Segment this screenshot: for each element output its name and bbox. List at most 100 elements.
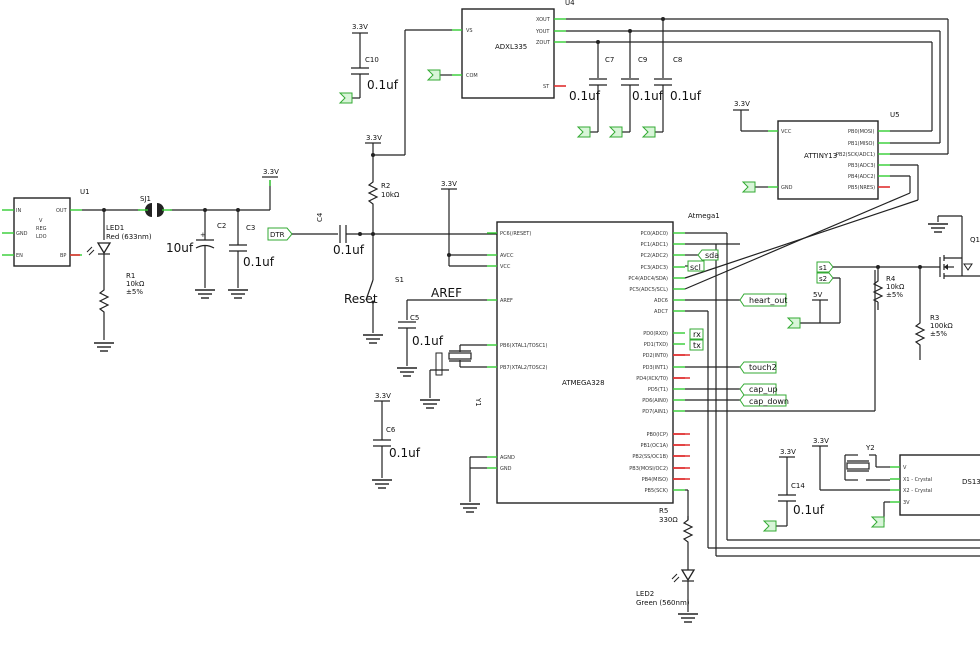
atmega-right-pin-label: PB5(SCK) bbox=[645, 488, 669, 494]
ground-symbol bbox=[228, 289, 248, 299]
supply-3v3: 3.3V bbox=[441, 180, 487, 267]
u1-body-line3: LDO bbox=[36, 234, 47, 240]
u4-pin-com: COM bbox=[466, 73, 478, 79]
c3-capacitor: C3 0.1uf bbox=[229, 210, 275, 288]
net-label-sda: sda bbox=[697, 249, 719, 261]
r1-tolerance: ±5% bbox=[126, 288, 143, 296]
atmega-left-pin-label: AREF bbox=[500, 298, 513, 304]
c14-capacitor: C14 0.1uf bbox=[776, 457, 825, 527]
r3-resistor: R3 100kΩ ±5% bbox=[914, 314, 953, 348]
svg-text:3.3V: 3.3V bbox=[375, 392, 391, 400]
u5-pin-vcc: VCC bbox=[781, 129, 792, 135]
u4-pin-vs: VS bbox=[466, 28, 473, 34]
r4-ref: R4 bbox=[886, 275, 896, 283]
c6-capacitor: C6 0.1uf bbox=[373, 401, 421, 478]
accel-output-wires bbox=[566, 17, 948, 78]
svg-text:cap_up: cap_up bbox=[749, 385, 778, 394]
svg-text:cap_down: cap_down bbox=[749, 397, 789, 406]
u5-name: ATTINY13 bbox=[804, 152, 837, 160]
c8-ref: C8 bbox=[673, 56, 682, 64]
atmega-right-pin-label: PD2(INT0) bbox=[643, 353, 668, 359]
net-label-s1: s1 bbox=[816, 261, 834, 273]
ground-symbol bbox=[928, 223, 948, 233]
u1-body-line1: V bbox=[39, 218, 43, 224]
r1-value: 10kΩ bbox=[126, 280, 145, 288]
q1-wires bbox=[833, 265, 940, 360]
ds130-rtc: V X1 - Crystal X2 - Crystal 3V DS130 bbox=[890, 454, 980, 516]
net-label-rx: rx bbox=[689, 328, 704, 340]
net-label-cap-down: cap_down bbox=[739, 394, 789, 407]
c5-ref: C5 bbox=[410, 314, 419, 322]
u5-pin-pb5: PB5(NRES) bbox=[848, 185, 875, 191]
ground-flag bbox=[426, 69, 452, 81]
r3-value: 100kΩ bbox=[930, 322, 953, 330]
c6-ref: C6 bbox=[386, 426, 396, 434]
svg-text:5V: 5V bbox=[813, 291, 822, 299]
u4-ref: U4 bbox=[565, 0, 575, 7]
u5-attiny13: VCC GND PB0(MOSI) PB1(MISO) PB2(SCK/ADC1… bbox=[768, 111, 900, 200]
atmega-name: ATMEGA328 bbox=[562, 379, 605, 387]
led2-ref: LED2 bbox=[636, 590, 654, 598]
c7-capacitor: C7 0.1uf bbox=[569, 56, 614, 133]
svg-text:DTR: DTR bbox=[270, 231, 285, 239]
supply-3v3: 3.3V bbox=[733, 100, 768, 132]
svg-text:3.3V: 3.3V bbox=[813, 437, 829, 445]
atmega-right-pin-label: PC1(ADC1) bbox=[640, 242, 668, 248]
net-label-tx: tx bbox=[689, 339, 704, 351]
atmega-left-pin-label: PB7(XTAL2/TOSC2) bbox=[500, 365, 547, 371]
c2-ref: C2 bbox=[217, 222, 226, 230]
u5-pin-pb1: PB1(MISO) bbox=[848, 141, 874, 147]
s1-reset-switch: S1 Reset bbox=[344, 276, 404, 333]
c9-value: 0.1uf bbox=[632, 89, 664, 103]
c5-value: 0.1uf bbox=[412, 334, 444, 348]
u5-pin-pb0: PB0(MOSI) bbox=[848, 129, 874, 135]
atmega-right-pin-label: PD0(RXD) bbox=[643, 331, 668, 337]
r5-value: 330Ω bbox=[659, 516, 678, 524]
c3-ref: C3 bbox=[246, 224, 255, 232]
ground-symbol bbox=[678, 613, 698, 623]
supply-3v3: 3.3V bbox=[812, 437, 890, 491]
ds-pin-3v: 3V bbox=[903, 500, 910, 506]
r3-ref: R3 bbox=[930, 314, 939, 322]
atmega-right-pin-label: PC2(ADC2) bbox=[640, 253, 668, 259]
r2-value: 10kΩ bbox=[381, 191, 400, 199]
svg-text:s2: s2 bbox=[819, 275, 827, 283]
y1-crystal: Y1 bbox=[429, 344, 487, 407]
c2-value: 10uf bbox=[166, 241, 194, 255]
supply-3v3: 3.3V bbox=[262, 168, 279, 178]
supply-3v3: 3.3V bbox=[374, 392, 391, 402]
atmega-right-pin-label: PD3(INT1) bbox=[643, 365, 668, 371]
ground-symbol bbox=[420, 399, 440, 409]
u1-pin-out: OUT bbox=[56, 208, 68, 214]
y2-ref: Y2 bbox=[865, 444, 875, 452]
c7-ref: C7 bbox=[605, 56, 614, 64]
ds-name: DS130 bbox=[962, 478, 980, 486]
svg-text:scl: scl bbox=[690, 263, 701, 272]
svg-text:touch2: touch2 bbox=[749, 363, 777, 372]
atmega-left-pins: PC6(/RESET)AVCCVCCAREFPB6(XTAL1/TOSC1)PB… bbox=[487, 231, 547, 472]
q1-mosfet: Q1 bbox=[937, 215, 980, 279]
atmega-right-pin-label: PD5(T1) bbox=[648, 387, 668, 393]
atmega-left-pin-label: AGND bbox=[500, 455, 515, 461]
ground-flag bbox=[870, 501, 890, 528]
atmega-right-pin-label: PB0(ICP) bbox=[646, 432, 668, 438]
u1-body-line2: REG bbox=[36, 226, 47, 232]
u4-adxl335: VS COM XOUT YOUT ZOUT ST ADXL335 U4 bbox=[452, 0, 575, 99]
c6-value: 0.1uf bbox=[389, 446, 421, 460]
atmega-right-pins: PC0(ADC0)PC1(ADC1)PC2(ADC2)PC3(ADC3)PC4(… bbox=[628, 231, 690, 494]
ground-flag bbox=[576, 126, 656, 138]
y2-crystal: Y2 bbox=[844, 444, 890, 481]
atmega-right-pin-label: PB4(MISO) bbox=[642, 477, 668, 483]
u1-pin-gnd: GND bbox=[16, 231, 28, 237]
atmega-right-pin-label: PB3(MOSI/OC2) bbox=[629, 466, 668, 472]
led2: LED2 Green (560nm) bbox=[636, 560, 696, 612]
supply-3v3: 3.3V bbox=[365, 134, 382, 178]
ds-pin-x2: X2 - Crystal bbox=[903, 488, 932, 494]
y1-ref: Y1 bbox=[474, 397, 482, 407]
u5-pin-pb4: PB4(ADC2) bbox=[848, 174, 876, 180]
r5-ref: R5 bbox=[659, 507, 668, 515]
u5-pin-pb2: PB2(SCK/ADC1) bbox=[836, 152, 875, 158]
ground-symbol bbox=[363, 334, 383, 344]
c10-capacitor: C10 0.1uf bbox=[348, 33, 399, 99]
svg-text:tx: tx bbox=[693, 341, 701, 350]
